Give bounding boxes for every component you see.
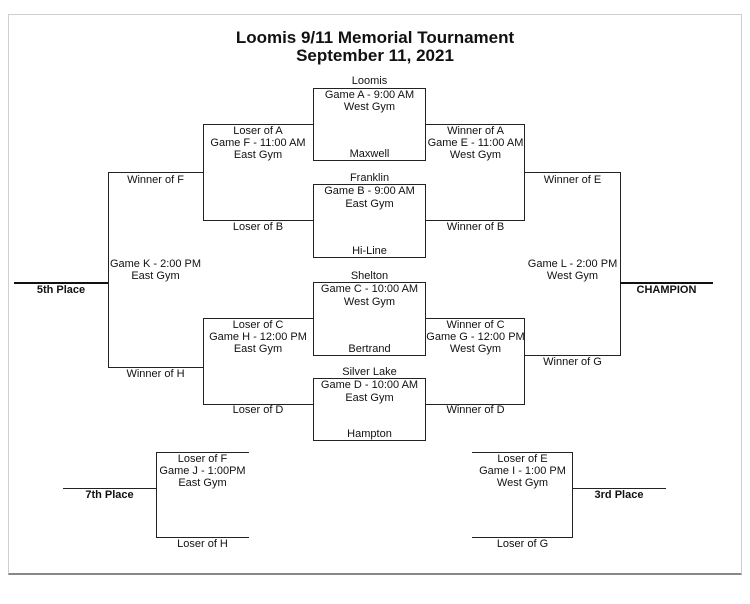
game-e-bottom: Winner of B (446, 221, 505, 233)
bracket-line (313, 257, 425, 258)
game-c-team-bottom: Bertrand (348, 343, 391, 355)
bracket-line (313, 440, 425, 441)
tournament-title: Loomis 9/11 Memorial Tournament (235, 28, 515, 47)
game-k-bottom: Winner of H (126, 368, 185, 380)
game-a-time: Game A - 9:00 AM (324, 89, 415, 101)
game-j-location: East Gym (178, 477, 227, 489)
game-k-time: Game K - 2:00 PM (109, 258, 202, 270)
game-e-top: Winner of A (447, 125, 504, 137)
game-b-team-bottom: Hi-Line (352, 245, 387, 257)
game-e-location: West Gym (449, 149, 502, 161)
bracket-line (524, 172, 620, 173)
game-g-time: Game G - 12:00 PM (426, 331, 525, 343)
bracket-line (313, 88, 425, 89)
bracket-line (313, 378, 314, 441)
game-k-location: East Gym (131, 270, 180, 282)
game-g-top: Winner of C (446, 319, 505, 331)
tournament-date: September 11, 2021 (296, 46, 454, 65)
game-a-team-bottom: Maxwell (349, 148, 390, 160)
bracket-line (620, 172, 621, 356)
game-l-time: Game L - 2:00 PM (527, 258, 618, 270)
bracket-line (203, 318, 204, 405)
champion-line (620, 282, 713, 284)
game-c-time: Game C - 10:00 AM (320, 283, 419, 295)
game-b-team-top: Franklin (349, 172, 390, 184)
game-d-team-top: Silver Lake (342, 366, 397, 378)
bracket-line (572, 452, 573, 538)
game-i-top: Loser of E (497, 453, 548, 465)
game-h-bottom: Loser of D (232, 404, 284, 416)
bracket-line (313, 88, 314, 161)
game-l-bottom: Winner of G (543, 356, 602, 368)
bracket-line (425, 184, 426, 258)
bracket-line (203, 124, 313, 125)
bracket-line (203, 404, 313, 405)
game-j-time: Game J - 1:00PM (159, 465, 246, 477)
bracket-line (425, 378, 426, 441)
bracket-line (313, 378, 425, 379)
bracket-line (108, 172, 109, 368)
bracket-line (425, 124, 525, 125)
game-c-location: West Gym (343, 296, 396, 308)
seventh-place-line (63, 488, 156, 489)
game-g-bottom: Winner of D (446, 404, 505, 416)
game-i-time: Game I - 1:00 PM (479, 465, 566, 477)
game-h-time: Game H - 12:00 PM (209, 331, 307, 343)
bracket-line (108, 367, 203, 368)
game-e-time: Game E - 11:00 AM (427, 137, 524, 149)
game-a-location: West Gym (343, 101, 396, 113)
game-d-time: Game D - 10:00 AM (320, 379, 419, 391)
game-j-top: Loser of F (177, 453, 228, 465)
game-k-top: Winner of F (127, 174, 184, 186)
seventh-place-label: 7th Place (85, 489, 134, 501)
bracket-line (156, 452, 157, 538)
page-frame (8, 14, 742, 575)
bracket-line (313, 184, 425, 185)
game-l-location: West Gym (546, 270, 599, 282)
game-d-team-bottom: Hampton (347, 428, 392, 440)
game-h-top: Loser of C (232, 319, 284, 331)
champion-label: CHAMPION (636, 284, 697, 296)
game-b-time: Game B - 9:00 AM (324, 185, 415, 197)
bracket-line (313, 282, 425, 283)
bracket-line (313, 355, 425, 356)
game-i-location: West Gym (496, 477, 549, 489)
bracket-line (425, 404, 525, 405)
game-f-bottom: Loser of B (232, 221, 284, 233)
game-f-location: East Gym (233, 149, 283, 161)
game-a-team-top: Loomis (351, 75, 388, 87)
bracket-line (203, 318, 313, 319)
bracket-line (156, 452, 249, 453)
bracket-line (203, 124, 204, 221)
bracket-line (425, 220, 525, 221)
bracket-line (524, 318, 525, 405)
bracket-line (108, 172, 203, 173)
bracket-line (472, 537, 572, 538)
bracket-line (313, 282, 314, 356)
game-h-location: East Gym (233, 343, 283, 355)
bracket-line (156, 537, 249, 538)
game-c-team-top: Shelton (350, 270, 389, 282)
game-f-top: Loser of A (233, 125, 283, 137)
fifth-place-line (14, 282, 108, 284)
bracket-line (313, 184, 314, 258)
game-d-location: East Gym (345, 392, 394, 404)
bracket-line (313, 160, 425, 161)
bracket-line (425, 282, 426, 356)
third-place-label: 3rd Place (594, 489, 644, 501)
bracket-line (524, 355, 620, 356)
bracket-line (425, 318, 525, 319)
bracket-line (472, 452, 572, 453)
game-b-location: East Gym (345, 198, 394, 210)
bracket-line (203, 220, 313, 221)
game-f-time: Game F - 11:00 AM (210, 137, 306, 149)
game-i-bottom: Loser of G (496, 538, 549, 550)
third-place-line (572, 488, 666, 489)
game-l-top: Winner of E (543, 174, 602, 186)
fifth-place-label: 5th Place (36, 284, 86, 296)
game-j-bottom: Loser of H (177, 538, 228, 550)
game-g-location: West Gym (449, 343, 502, 355)
